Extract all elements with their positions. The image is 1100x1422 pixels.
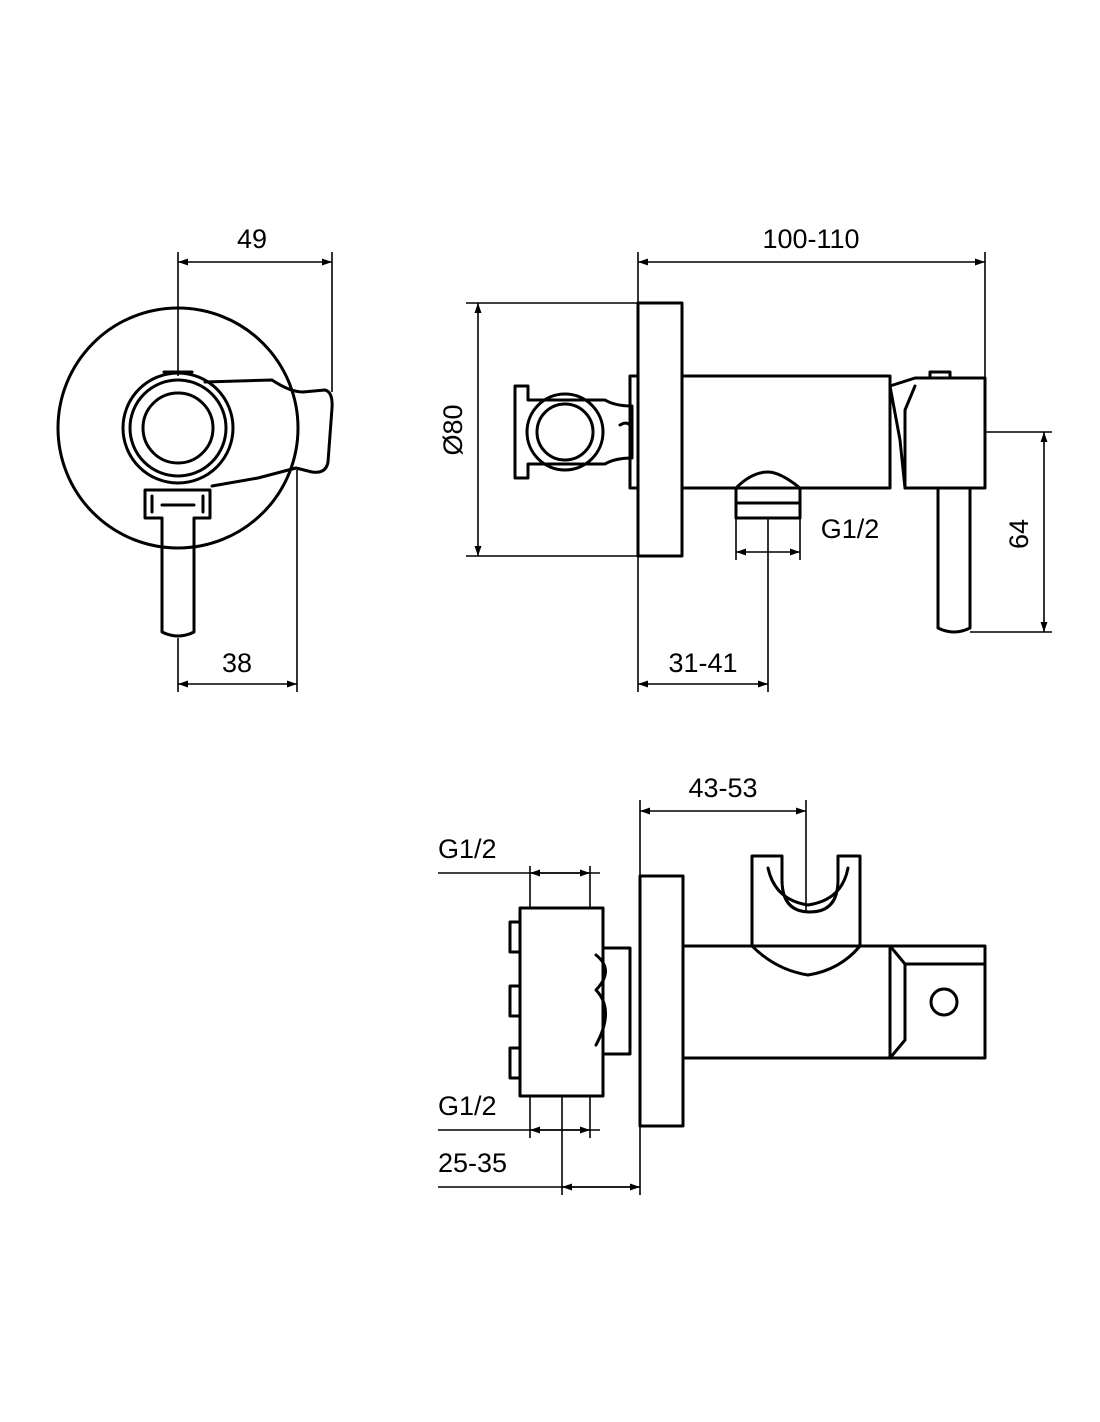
dim-label-25-35: 25-35	[438, 1148, 507, 1178]
side-outlet	[734, 470, 802, 520]
dim-label-49: 49	[237, 224, 267, 254]
top-wall-plate	[638, 874, 685, 1128]
dim-label-100-110: 100-110	[762, 224, 859, 254]
side-collar	[628, 374, 640, 490]
top-connector-neck	[601, 946, 632, 1056]
front-lever	[143, 488, 212, 638]
dim-label-64: 64	[1004, 519, 1034, 549]
side-view: 100-110 Ø80 64 G1/2 31-41	[438, 224, 1052, 692]
front-body-bore	[141, 391, 215, 465]
front-holder-arm	[203, 378, 334, 488]
side-holder-clip	[618, 421, 634, 430]
dim-label-38: 38	[222, 648, 252, 678]
dim-label-diameter-80: Ø80	[438, 404, 468, 455]
side-wall-plate	[636, 301, 684, 558]
side-holder-ring-outer	[525, 392, 605, 472]
front-body-inner	[128, 378, 228, 478]
side-pipe-body	[680, 374, 892, 490]
side-handle-cap	[928, 370, 952, 380]
dim-label-31-41: 31-41	[668, 648, 737, 678]
front-body-outer	[121, 371, 235, 485]
side-handle-head	[888, 376, 987, 490]
top-view: 43-53 G1/2 G1/2 25-35	[438, 773, 987, 1195]
side-handle-edge	[903, 384, 917, 490]
dim-label-thread-upper: G1/2	[438, 834, 497, 864]
side-holder-ring-inner	[535, 402, 595, 462]
front-view: 49 38	[56, 224, 334, 692]
top-connector-ports	[508, 920, 522, 1080]
top-holder-cup	[766, 866, 850, 907]
top-shower-holder	[750, 854, 862, 977]
top-pipe-body	[681, 944, 892, 1060]
dim-label-outlet-thread: G1/2	[821, 514, 880, 544]
dim-label-43-53: 43-53	[688, 773, 757, 803]
side-lever	[936, 486, 972, 634]
top-handle-hole	[929, 987, 959, 1017]
dim-label-thread-lower: G1/2	[438, 1091, 497, 1121]
top-connector-box	[518, 906, 605, 1098]
top-connector-nut	[594, 953, 607, 1047]
side-holder-bracket	[513, 384, 634, 480]
front-lever-detail	[150, 494, 205, 514]
